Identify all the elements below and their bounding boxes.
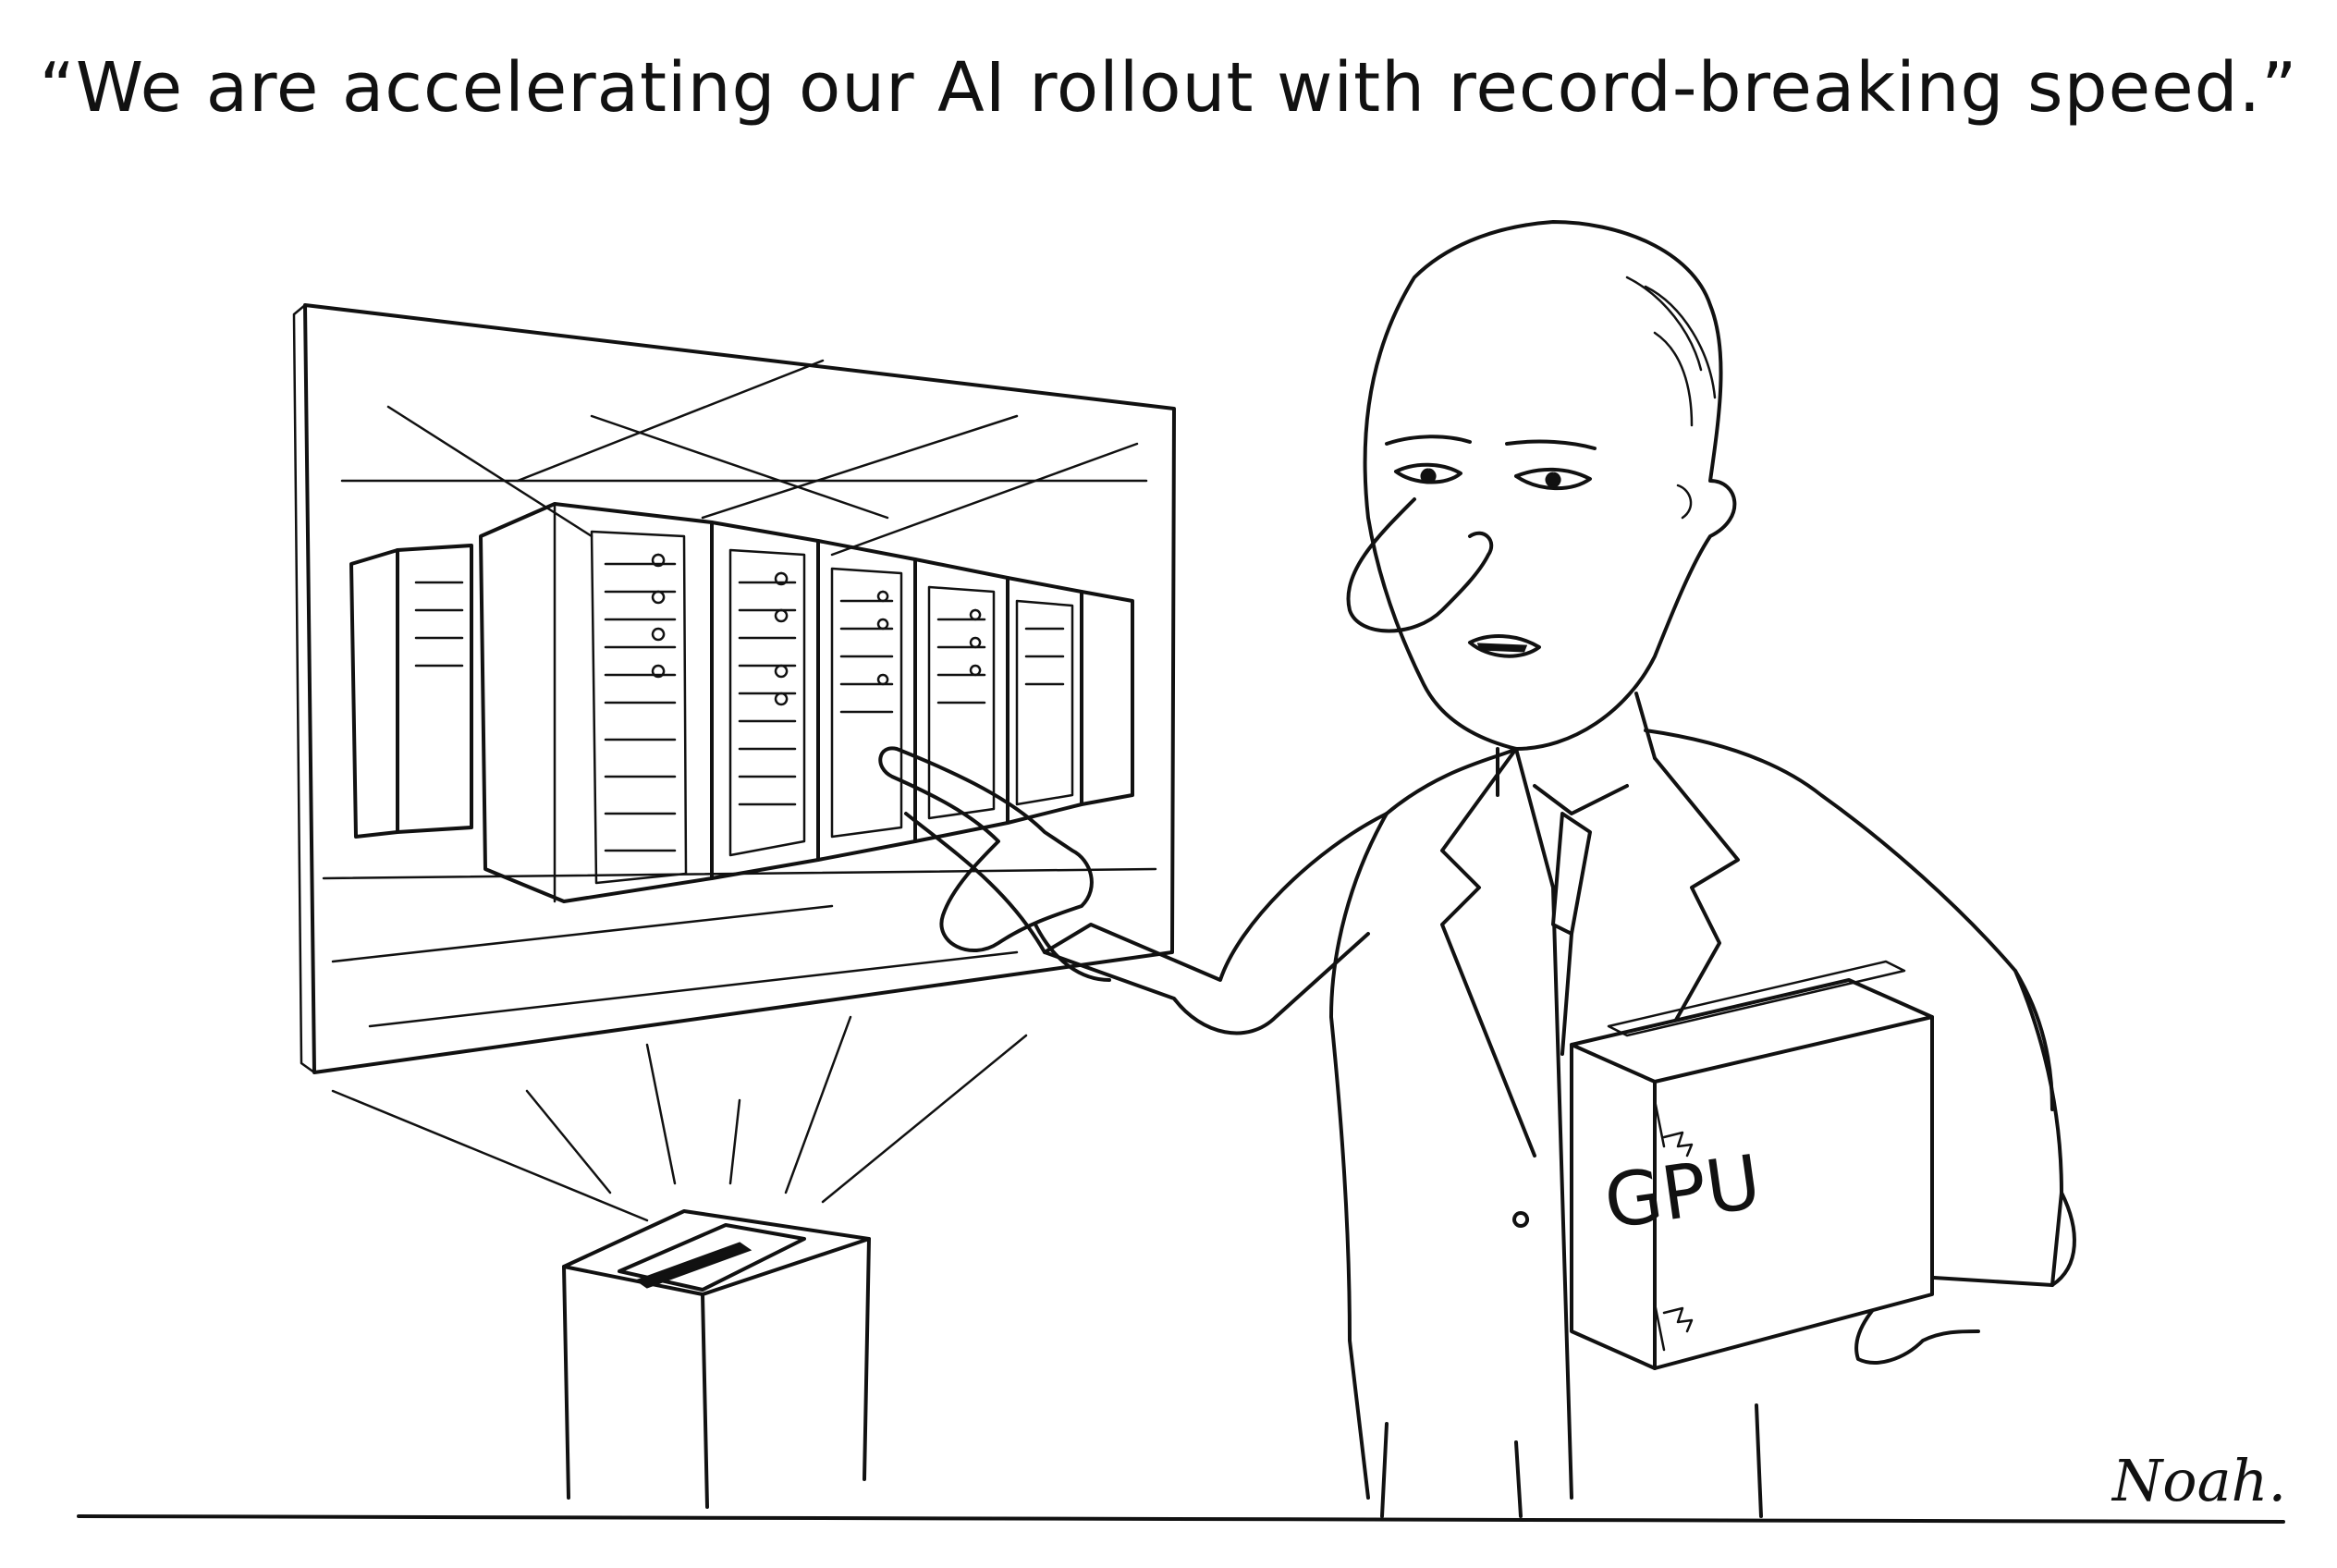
cartoon-caption: “We are accelerating our AI rollout with… (39, 48, 2298, 128)
server-racks (349, 502, 1134, 903)
projector-beams (331, 1015, 1028, 1222)
floor-line (77, 1513, 2285, 1524)
gpu-box (1570, 960, 1934, 1370)
businessman (878, 220, 2076, 1518)
projection-screen (292, 303, 1176, 1074)
projector-pedestal (562, 1209, 871, 1509)
artist-signature: Noah. (2112, 1447, 2287, 1514)
